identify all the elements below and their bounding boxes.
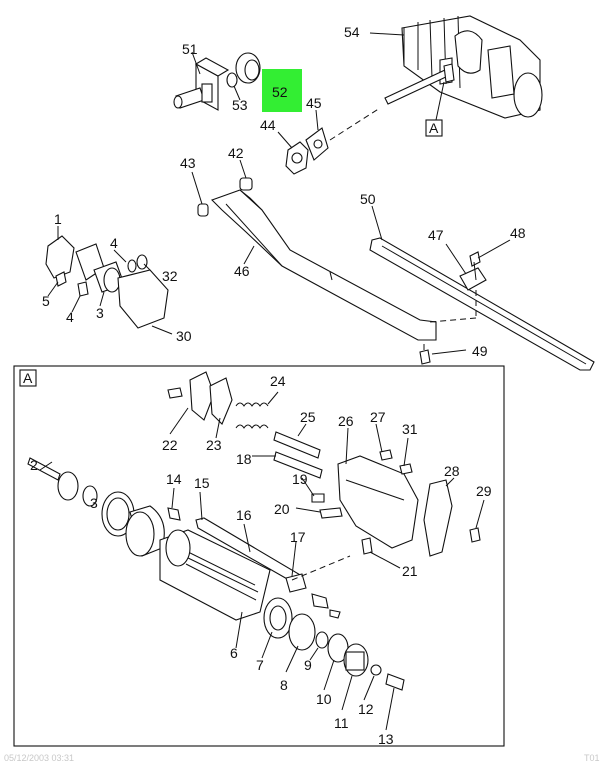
callout-3[interactable]: 3 <box>96 305 104 321</box>
callout-52[interactable]: 52 <box>272 84 288 100</box>
callout-26[interactable]: 26 <box>338 413 354 429</box>
callout-15[interactable]: 15 <box>194 475 210 491</box>
callout-29[interactable]: 29 <box>476 483 492 499</box>
bolt-drawing <box>419 349 431 365</box>
callout-25[interactable]: 25 <box>300 409 316 425</box>
callout-42[interactable]: 42 <box>228 145 244 161</box>
callout-4a[interactable]: 4 <box>110 235 118 251</box>
callout-51[interactable]: 51 <box>182 41 198 57</box>
callout-44[interactable]: 44 <box>260 117 276 133</box>
callout-21[interactable]: 21 <box>402 563 418 579</box>
view-marker-label: A <box>429 120 439 136</box>
callout-3-detail[interactable]: 3 <box>90 495 98 511</box>
callout-10[interactable]: 10 <box>316 691 332 707</box>
bracket-drawing <box>173 52 261 111</box>
bushing-drawing <box>239 177 253 191</box>
callout-32[interactable]: 32 <box>162 268 178 284</box>
bushing-drawing <box>197 203 209 217</box>
callout-1[interactable]: 1 <box>54 211 62 227</box>
callout-23[interactable]: 23 <box>206 437 222 453</box>
callout-43[interactable]: 43 <box>180 155 196 171</box>
left-assembly-drawing <box>45 235 169 329</box>
callout-27[interactable]: 27 <box>370 409 386 425</box>
rail-drawing <box>369 237 595 371</box>
callout-20[interactable]: 20 <box>274 501 290 517</box>
callout-45[interactable]: 45 <box>306 95 322 111</box>
callout-47[interactable]: 47 <box>428 227 444 243</box>
callout-18[interactable]: 18 <box>236 451 252 467</box>
callout-labels: 1 3 4 4 5 30 32 42 43 44 45 46 47 48 49 … <box>30 24 526 747</box>
callout-6[interactable]: 6 <box>230 645 238 661</box>
detail-leader-lines <box>39 391 485 731</box>
callout-11[interactable]: 11 <box>334 715 349 731</box>
clip-drawing <box>459 267 487 291</box>
highlight-box[interactable] <box>262 69 302 112</box>
callout-17[interactable]: 17 <box>290 529 306 545</box>
footer-left-text: 05/12/2003 03:31 <box>4 753 74 761</box>
callout-2[interactable]: 2 <box>30 457 38 473</box>
detail-box-label: A <box>23 370 33 386</box>
detail-label-box <box>19 369 37 387</box>
callout-4b[interactable]: 4 <box>66 309 74 325</box>
motor-assembly-drawing <box>384 15 543 119</box>
callout-53[interactable]: 53 <box>232 97 248 113</box>
callout-24[interactable]: 24 <box>270 373 286 389</box>
callout-19[interactable]: 19 <box>292 471 308 487</box>
screw-drawing <box>469 251 481 267</box>
callout-16[interactable]: 16 <box>236 507 252 523</box>
callout-7[interactable]: 7 <box>256 657 264 673</box>
callout-49[interactable]: 49 <box>472 343 488 359</box>
view-marker-box <box>425 119 443 137</box>
plates-drawing <box>285 127 329 175</box>
callout-28[interactable]: 28 <box>444 463 460 479</box>
callout-54[interactable]: 54 <box>344 24 360 40</box>
callout-22[interactable]: 22 <box>162 437 178 453</box>
footer-right-text: T01 <box>584 753 600 761</box>
callout-9[interactable]: 9 <box>304 657 312 673</box>
callout-31[interactable]: 31 <box>402 421 418 437</box>
detail-assembly-drawing <box>27 371 481 691</box>
callout-50[interactable]: 50 <box>360 191 376 207</box>
callout-5[interactable]: 5 <box>42 293 50 309</box>
callout-13[interactable]: 13 <box>378 731 394 747</box>
callout-8[interactable]: 8 <box>280 677 288 693</box>
callout-12[interactable]: 12 <box>358 701 374 717</box>
arm-drawing <box>210 189 437 341</box>
callout-14[interactable]: 14 <box>166 471 182 487</box>
callout-30[interactable]: 30 <box>176 328 192 344</box>
callout-48[interactable]: 48 <box>510 225 526 241</box>
callout-46[interactable]: 46 <box>234 263 250 279</box>
